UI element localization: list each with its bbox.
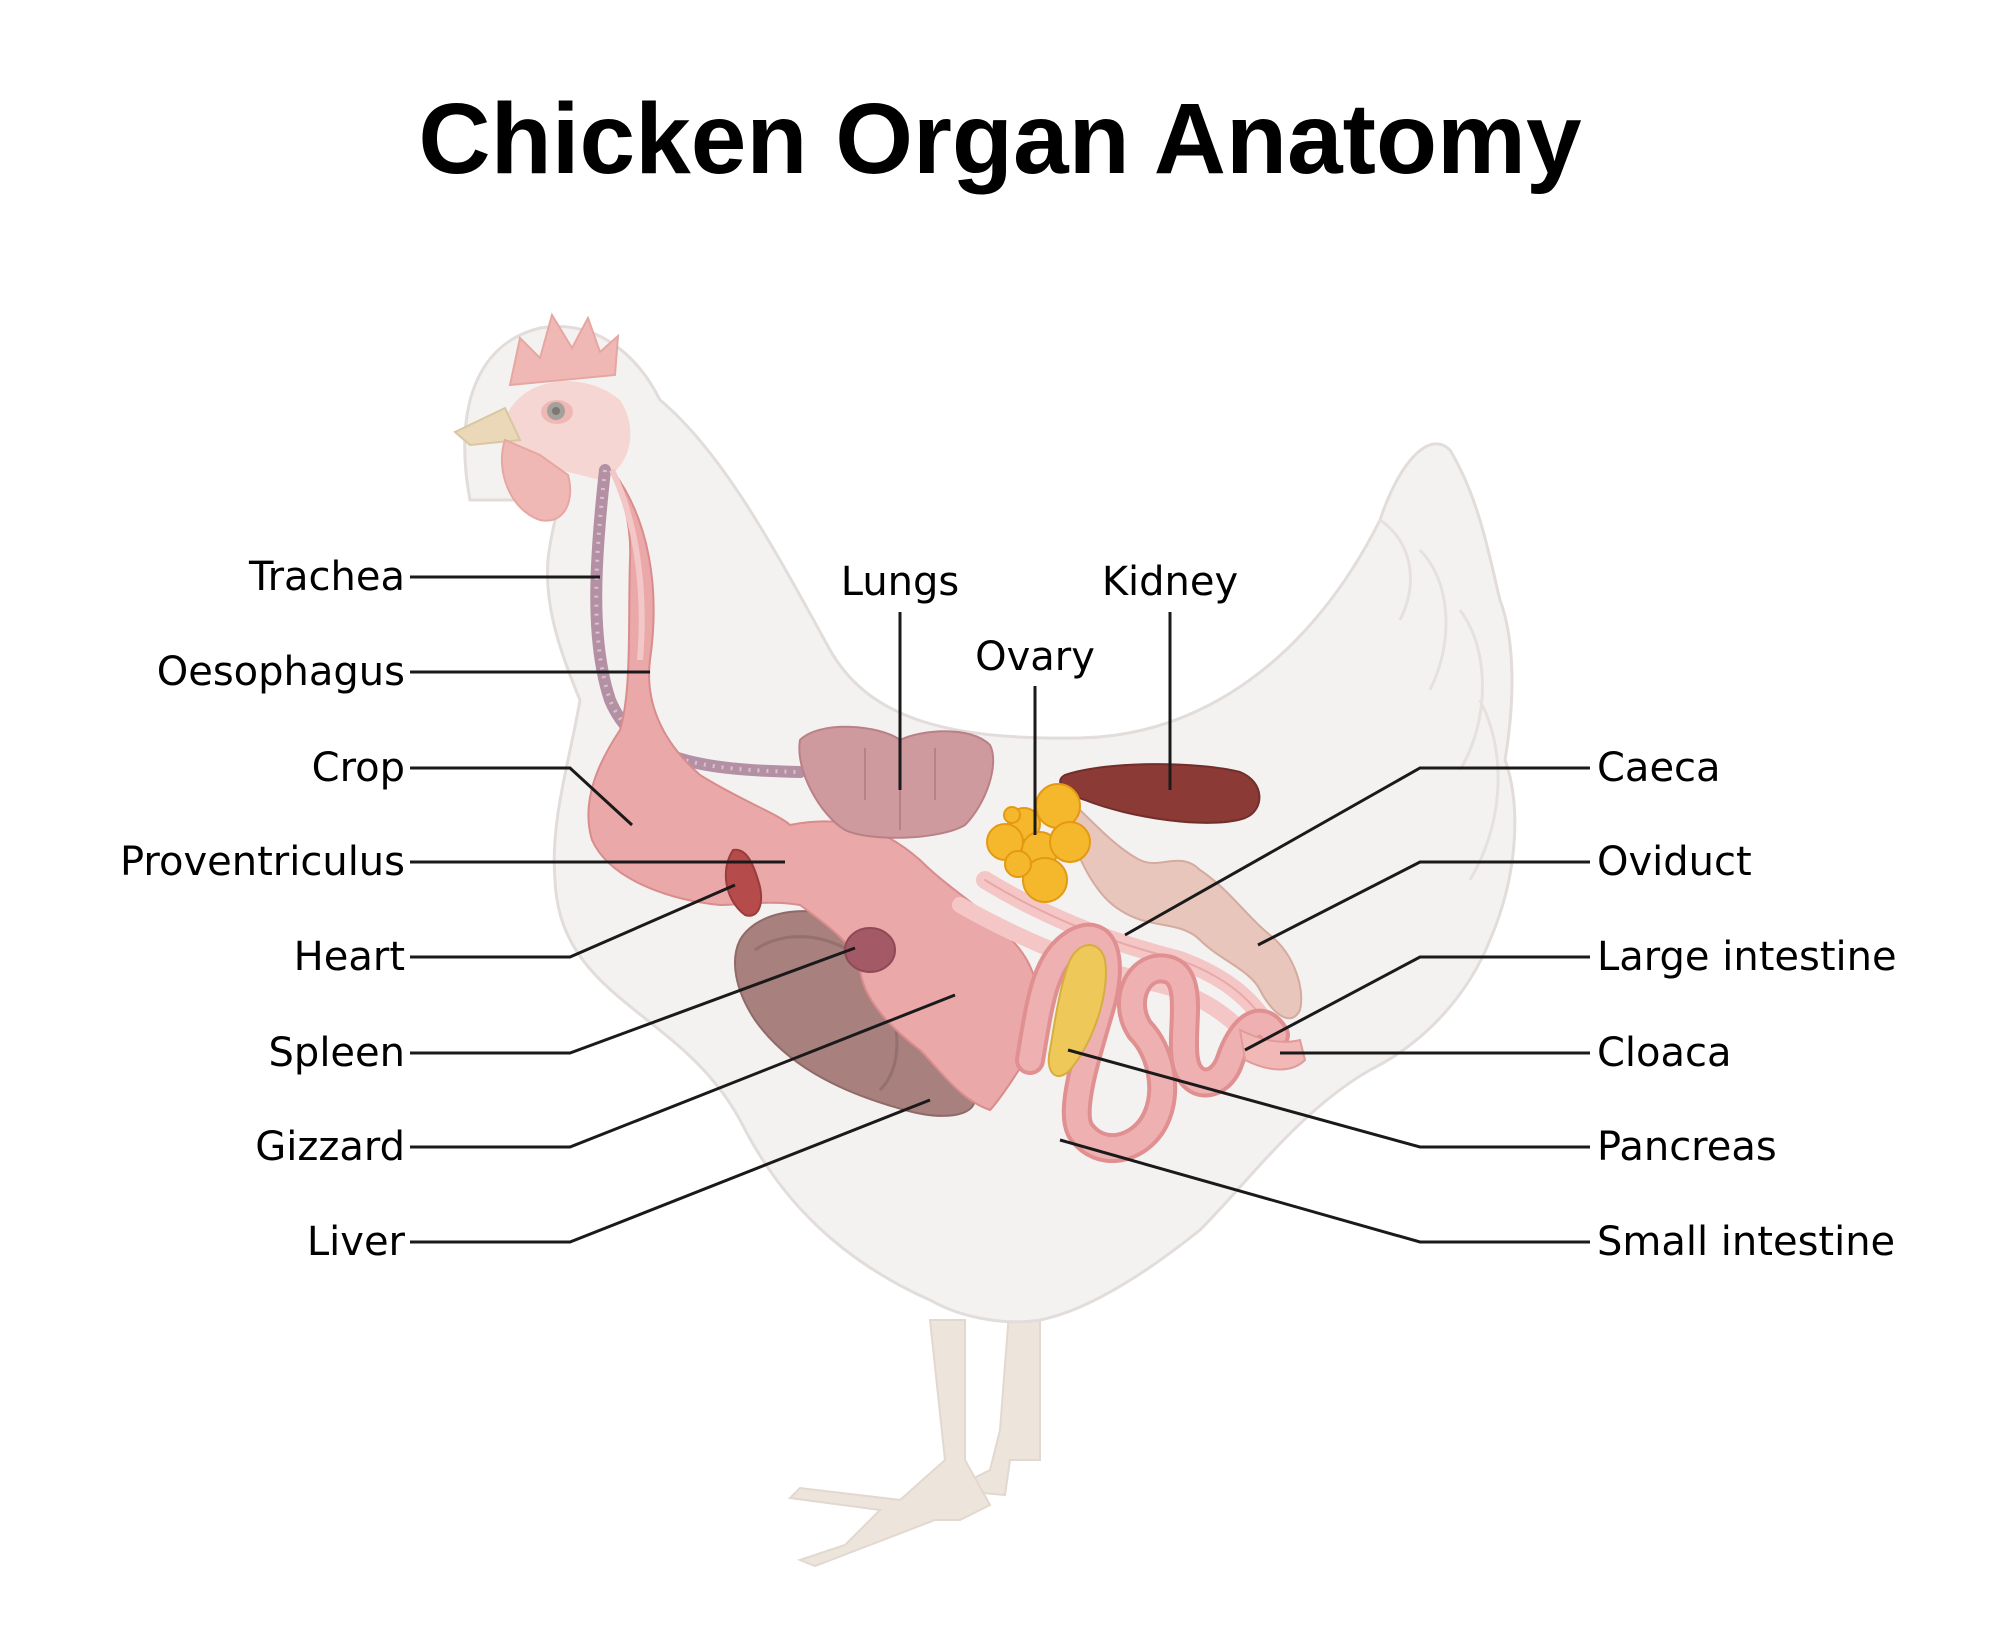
label-large-intestine: Large intestine <box>1597 934 1897 980</box>
label-small-intestine: Small intestine <box>1597 1219 1895 1265</box>
leader-large-intestine <box>1244 955 1590 1052</box>
labels: Trachea Oesophagus Crop Proventriculus H… <box>120 554 1897 1265</box>
label-lungs: Lungs <box>841 559 960 605</box>
label-kidney: Kidney <box>1102 559 1238 605</box>
leader-gizzard <box>410 993 956 1149</box>
label-gizzard: Gizzard <box>255 1124 405 1170</box>
label-proventriculus: Proventriculus <box>120 839 405 885</box>
label-spleen: Spleen <box>269 1030 405 1076</box>
digestive-tract-shape <box>587 469 1040 1112</box>
wattle <box>500 438 572 522</box>
chicken-head <box>453 312 631 522</box>
label-pancreas: Pancreas <box>1597 1124 1777 1170</box>
label-ovary: Ovary <box>975 634 1095 680</box>
spleen-shape <box>844 927 896 973</box>
label-caeca: Caeca <box>1597 745 1721 791</box>
label-oesophagus: Oesophagus <box>157 649 405 695</box>
kidney-shape <box>1059 763 1261 824</box>
label-crop: Crop <box>312 745 405 791</box>
heart-shape <box>724 848 763 917</box>
ovary-shape <box>986 783 1091 903</box>
leader-spleen <box>410 946 856 1055</box>
beak <box>453 406 522 447</box>
chicken-body <box>463 325 1517 1324</box>
comb <box>508 312 620 387</box>
leader-pancreas <box>1067 1048 1590 1149</box>
small-intestine-shape <box>1015 922 1290 1163</box>
label-cloaca: Cloaca <box>1597 1030 1732 1076</box>
leader-caeca <box>1124 766 1590 937</box>
label-heart: Heart <box>294 934 405 980</box>
leader-liver <box>410 1098 931 1244</box>
leader-oviduct <box>1257 860 1590 947</box>
label-trachea: Trachea <box>248 554 405 600</box>
leader-small-intestine <box>1059 1138 1590 1244</box>
label-liver: Liver <box>307 1219 406 1265</box>
cloaca-shape <box>1238 1028 1307 1071</box>
lungs-shape <box>798 725 995 839</box>
oviduct-shape <box>1069 797 1303 1020</box>
leader-crop <box>410 766 634 827</box>
legs <box>787 1299 1041 1568</box>
page-title: Chicken Organ Anatomy <box>418 83 1582 195</box>
leader-heart <box>410 883 736 959</box>
leader-lines <box>410 575 1590 1244</box>
label-oviduct: Oviduct <box>1597 839 1752 885</box>
pancreas-shape <box>1047 944 1107 1078</box>
